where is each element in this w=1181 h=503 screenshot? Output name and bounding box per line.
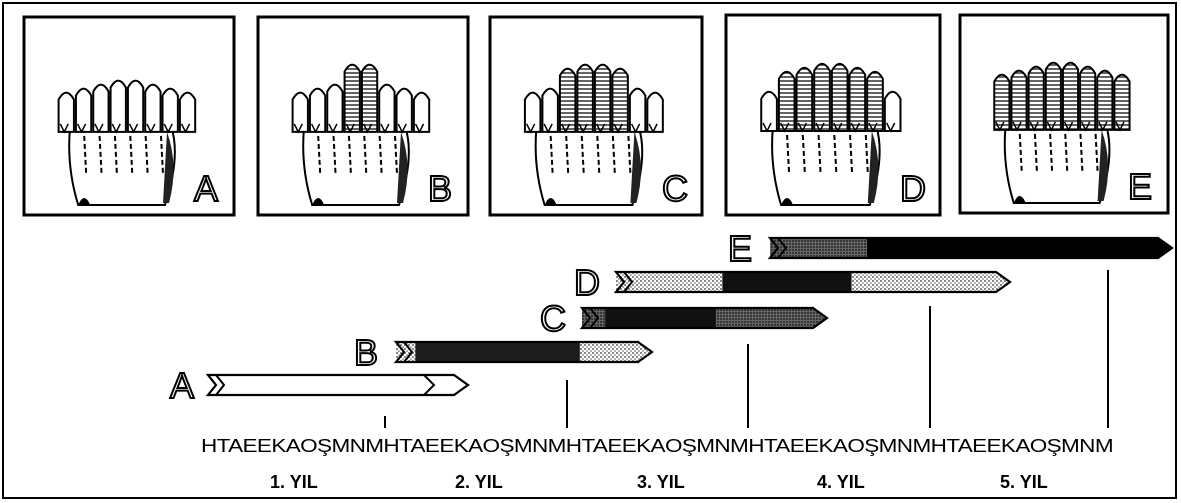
timeline-bar-e: E — [728, 228, 1172, 269]
scale-base-drawing — [1005, 124, 1110, 203]
timeline-bar-c: C — [540, 298, 827, 339]
bar-label: B — [354, 332, 378, 373]
timeline-bar-b: B — [354, 332, 652, 373]
scale-panel-d: D — [726, 15, 940, 215]
timeline-bar-d: D — [574, 262, 1010, 303]
year-label: 2. YIL — [455, 472, 503, 492]
bar-label: D — [574, 262, 600, 303]
scale-panel-e: E — [960, 15, 1168, 213]
bar-label: E — [728, 228, 752, 269]
scale-base-drawing — [303, 126, 409, 205]
timeline-bar-a: A — [170, 365, 468, 406]
scale-base-drawing — [772, 125, 880, 205]
panel-label: B — [428, 168, 452, 209]
scale-base-drawing — [69, 126, 175, 205]
panel-label: A — [194, 168, 218, 209]
scale-panel-b: B — [258, 17, 468, 215]
scale-base-drawing — [536, 126, 643, 205]
panel-label: E — [1128, 166, 1152, 207]
scale-panel-a: A — [24, 17, 234, 215]
bar-label: A — [170, 365, 194, 406]
bar-label: C — [540, 298, 566, 339]
fin-rays — [994, 63, 1129, 130]
fin-rays — [761, 64, 900, 131]
panel-label: C — [662, 168, 688, 209]
scale-panel-c: C — [490, 17, 702, 215]
panel-label: D — [900, 168, 926, 209]
year-label: 3. YIL — [637, 472, 685, 492]
month-sequence: HTAEEKAOŞMNMHTAEEKAOŞMNMHTAEEKAOŞMNMHTAE… — [201, 436, 1113, 456]
year-label: 4. YIL — [817, 472, 865, 492]
year-label: 5. YIL — [1000, 472, 1048, 492]
year-label: 1. YIL — [270, 472, 318, 492]
